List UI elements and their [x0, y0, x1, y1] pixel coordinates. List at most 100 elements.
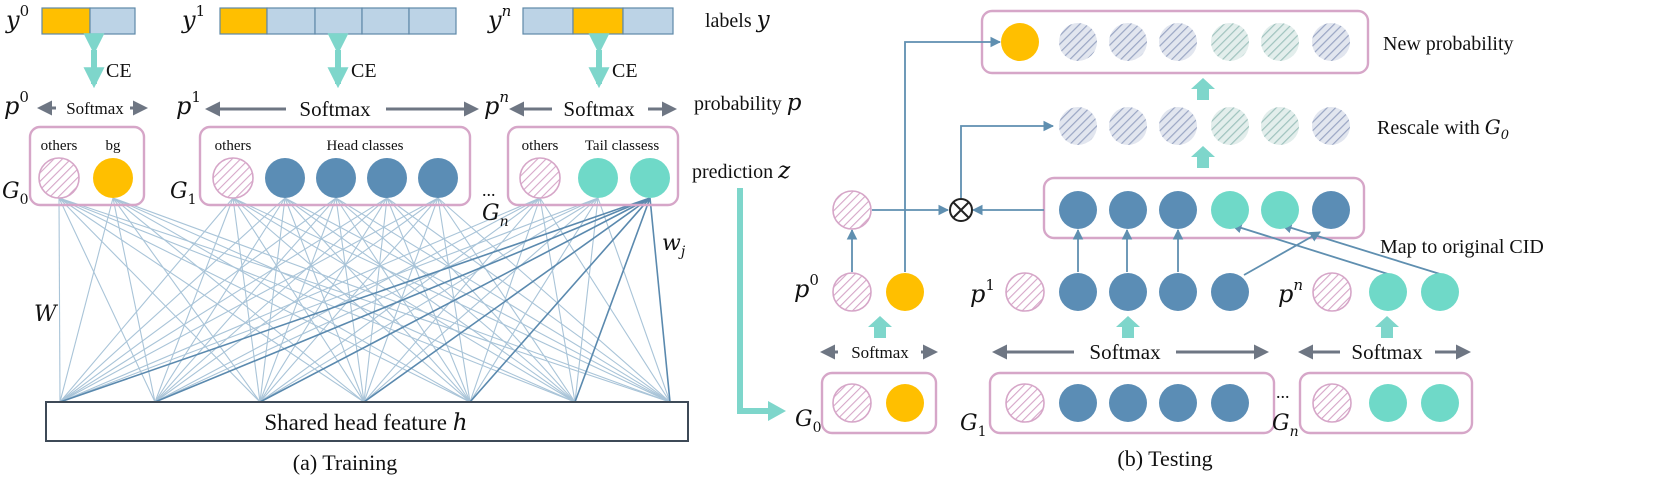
group-box-gn — [506, 125, 680, 207]
label-yn-symbol: yn — [487, 2, 511, 34]
prediction-to-testing-arrow — [737, 188, 770, 414]
weight-wj-line — [259, 197, 651, 403]
merged-node — [1109, 191, 1147, 229]
group-box-g0 — [28, 125, 146, 207]
shared-head-feature-label: Shared head feature h — [264, 410, 467, 436]
probability-side-label: probability p — [694, 90, 802, 116]
g1-head-node — [418, 158, 458, 198]
weight-line — [259, 197, 541, 403]
elementwise-multiply-icon — [949, 198, 973, 222]
merged-node — [1211, 191, 1249, 229]
p1-head-node — [1159, 273, 1197, 311]
weight-line — [597, 197, 671, 403]
weight-line — [154, 197, 541, 403]
test-g1-head-node — [1059, 384, 1097, 422]
weight-line — [154, 197, 599, 403]
p1-head-node — [1109, 273, 1147, 311]
weight-line — [363, 197, 599, 403]
new-probability-node — [1211, 23, 1249, 61]
weight-line — [59, 197, 286, 403]
weight-line — [539, 197, 671, 403]
test-prob-p0-symbol: p0 — [794, 271, 819, 303]
rescaled-node — [1261, 107, 1299, 145]
weight-wj-line — [59, 197, 651, 403]
p0-bg-node — [886, 273, 924, 311]
test-softmax-label-n: Softmax — [1351, 340, 1423, 364]
others-label-gn: others — [522, 138, 559, 154]
g1-head-node — [265, 158, 305, 198]
weight-line — [59, 197, 114, 403]
label-vector-y1 — [219, 7, 457, 35]
weight-line — [59, 197, 337, 403]
weight-wj-symbol: wj — [662, 231, 686, 260]
test-g1-head-node — [1211, 384, 1249, 422]
weight-line — [59, 197, 234, 403]
weight-line — [259, 197, 388, 403]
prediction-side-label: prediction z — [692, 158, 791, 184]
test-group-box-g0 — [820, 371, 938, 435]
weight-line — [58, 197, 261, 403]
weight-connections — [58, 197, 671, 403]
test-g0-bg-node — [886, 384, 924, 422]
g1-head-node — [316, 158, 356, 198]
rescaled-node — [1159, 107, 1197, 145]
ellipsis-testing: ... — [1276, 382, 1290, 402]
p1-head-node — [1059, 273, 1097, 311]
label-vector-y0 — [41, 7, 136, 35]
testing-connectors — [846, 36, 1441, 276]
testing-up-arrows — [868, 78, 1399, 338]
ce-label-1: CE — [351, 60, 377, 82]
weight-wj-line — [469, 197, 651, 403]
test-gn-tail-node — [1369, 384, 1407, 422]
weight-line — [112, 197, 576, 403]
gn-tail-node — [630, 158, 670, 198]
label-vector-yn — [522, 7, 674, 35]
testing-nodes — [832, 23, 1459, 423]
test-group-gn-symbol: Gn — [1272, 411, 1299, 440]
merged-prediction-box — [1042, 176, 1366, 240]
weight-line — [58, 197, 61, 403]
weight-line — [284, 197, 671, 403]
shared-head-feature-box — [45, 401, 689, 442]
weight-line — [335, 197, 365, 403]
merged-node — [1312, 191, 1350, 229]
softmax-label-0: Softmax — [66, 99, 124, 118]
g1-others-node — [212, 157, 254, 199]
weight-line — [259, 197, 286, 403]
map-to-cid-label: Map to original CID — [1380, 236, 1544, 258]
weight-line — [386, 197, 671, 403]
test-g1-head-node — [1109, 384, 1147, 422]
weight-line — [59, 197, 439, 403]
new-probability-node — [1159, 23, 1197, 61]
weight-line — [154, 197, 388, 403]
weight-line — [154, 197, 439, 403]
weight-line — [259, 197, 337, 403]
prob-pn-symbol: pn — [484, 88, 509, 120]
test-g1-others-node — [1005, 383, 1045, 423]
test-gn-others-node — [1312, 383, 1352, 423]
gn-tail-node — [578, 158, 618, 198]
new-probability-node — [1059, 23, 1097, 61]
prob-p1-symbol: p1 — [176, 88, 201, 120]
others-label-g1: others — [215, 138, 252, 154]
weight-line — [58, 197, 671, 403]
pn-tail-node — [1369, 273, 1407, 311]
weight-line — [112, 197, 671, 403]
pn-others-node — [1312, 272, 1352, 312]
rescaled-node — [1109, 107, 1147, 145]
new-probability-label: New probability — [1383, 33, 1514, 55]
test-group-box-gn — [1298, 371, 1474, 435]
weight-line — [259, 197, 439, 403]
g0-others-node — [38, 157, 80, 199]
weight-line — [259, 197, 599, 403]
test-g1-head-node — [1159, 384, 1197, 422]
weight-line — [58, 197, 365, 403]
weight-line — [58, 197, 576, 403]
softmax-label-1: Softmax — [299, 97, 371, 121]
weight-wj-line — [363, 197, 651, 403]
merged-node — [1261, 191, 1299, 229]
group-gn-symbol: Gn — [482, 201, 509, 230]
weight-line — [154, 197, 234, 403]
group-g0-symbol: G0 — [2, 179, 29, 208]
weight-line — [539, 197, 576, 403]
